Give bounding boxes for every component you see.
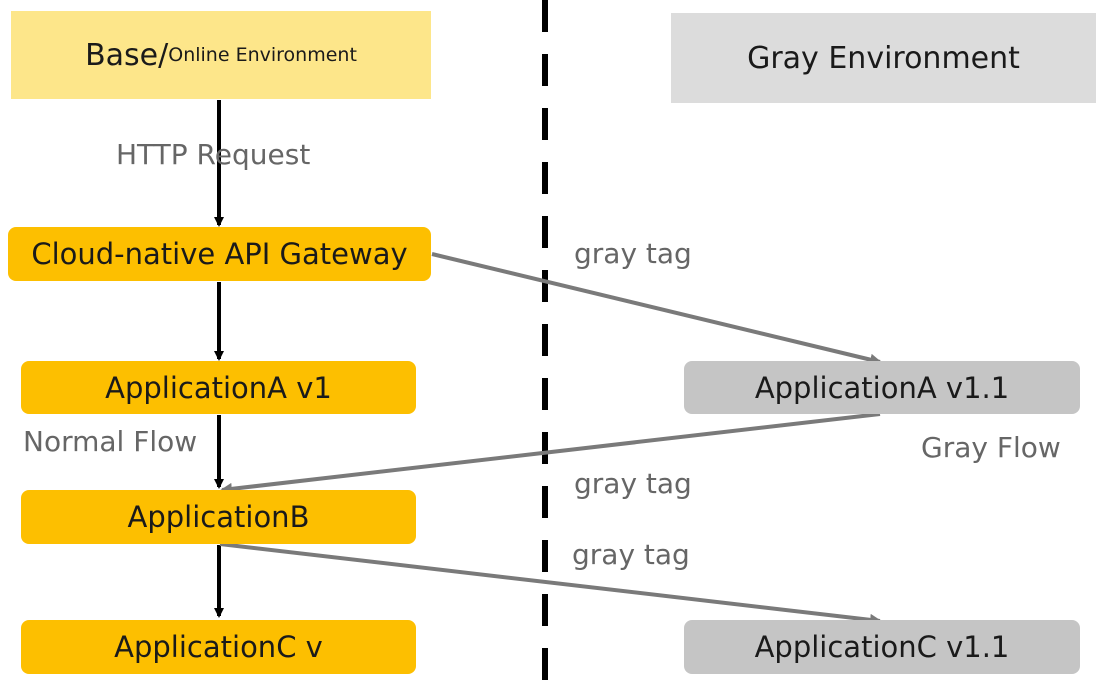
app-a-v11-label: ApplicationA v1.1 — [754, 370, 1010, 405]
http-request-label: HTTP Request — [116, 138, 311, 171]
gray-environment-header: Gray Environment — [671, 13, 1096, 103]
gray-tag-label-3: gray tag — [572, 538, 690, 571]
gray-arrow-gateway-to-app-a-v11 — [431, 252, 882, 366]
base-environment-subtitle: Online Environment — [168, 44, 357, 66]
app-c-v11-node: ApplicationC v1.1 — [684, 620, 1080, 674]
gray-environment-title: Gray Environment — [747, 40, 1020, 76]
app-c-v-node: ApplicationC v — [21, 620, 416, 674]
app-a-v11-node: ApplicationA v1.1 — [684, 361, 1080, 414]
gray-flow-label: Gray Flow — [921, 431, 1061, 464]
gray-arrow-app-b-to-app-c-v11 — [219, 542, 882, 626]
app-c-v11-label: ApplicationC v1.1 — [754, 630, 1010, 664]
gateway-node: Cloud-native API Gateway — [8, 227, 431, 281]
base-environment-title: Base/ — [85, 37, 169, 73]
app-c-v-label: ApplicationC v — [114, 630, 323, 664]
normal-flow-label: Normal Flow — [23, 425, 198, 458]
app-b-label: ApplicationB — [127, 500, 310, 534]
app-a-v1-node: ApplicationA v1 — [21, 361, 416, 414]
gray-tag-label-1: gray tag — [574, 237, 692, 270]
app-b-node: ApplicationB — [21, 490, 416, 544]
gray-tag-label-2: gray tag — [574, 467, 692, 500]
gray-arrow-app-a-v11-to-app-b — [220, 412, 881, 495]
base-environment-header: Base/Online Environment — [11, 11, 431, 99]
gateway-label: Cloud-native API Gateway — [31, 237, 408, 271]
app-a-v1-label: ApplicationA v1 — [105, 370, 332, 405]
